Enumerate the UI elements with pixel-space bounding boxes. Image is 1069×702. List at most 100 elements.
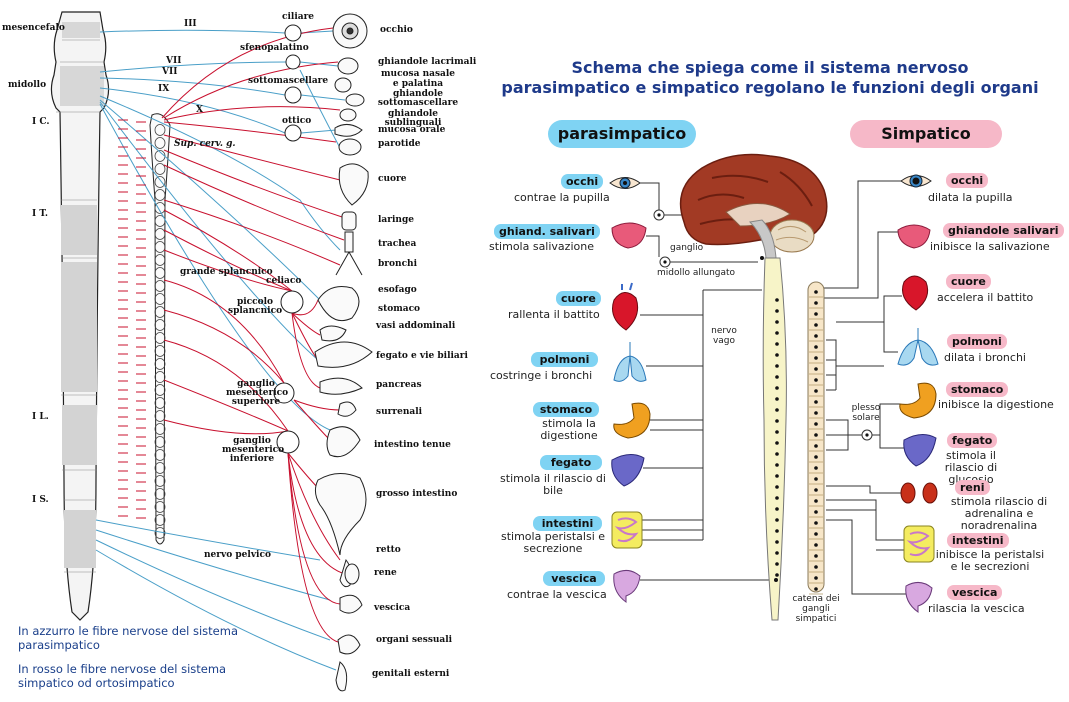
label-midollo-allungato: midollo allungato (657, 268, 736, 278)
icon-stomach-right (899, 382, 937, 419)
symp-label-reni: reni (955, 480, 990, 495)
label-sfenopalatino: sfenopalatino (240, 43, 309, 53)
label-ganglio: ganglio (670, 243, 704, 253)
organ-occhio: occhio (380, 25, 413, 35)
title-line-1: Schema che spiega come il sistema nervos… (571, 58, 969, 77)
label-ciliare: ciliare (282, 12, 315, 22)
icon-heart-right (902, 275, 929, 311)
icon-liver-right (903, 434, 937, 467)
ganglion-sottomascellare (284, 86, 302, 104)
organ-ghiandole-lacrimali: ghiandole lacrimali (378, 57, 477, 67)
label-ottico: ottico (282, 116, 312, 126)
icon-intestines-left (611, 511, 643, 549)
stomach-sketch (317, 286, 360, 322)
para-label-polmoni: polmoni (531, 352, 598, 367)
sympathetic-fibres (161, 27, 346, 643)
para-label-vescica: vescica (543, 571, 605, 586)
para-label-intestini: intestini (533, 516, 602, 531)
icon-eye-left (609, 177, 641, 189)
icon-heart-left (612, 282, 639, 331)
symp-desc-occhi: dilata la pupilla (928, 191, 1013, 204)
label-grande-splancnico: grande splancnico (180, 267, 273, 277)
label-ganglio-mes-inf: ganglio mesenterico inferiore (222, 436, 285, 464)
label-sottomascellare: sottomascellare (248, 76, 329, 86)
para-label-occhi: occhi (561, 174, 604, 189)
ganglion-ottico (284, 124, 302, 142)
label-celiaco: celiaco (266, 276, 302, 286)
symp-desc-reni: stimola rilascio di adrenalina e noradre… (950, 495, 1048, 532)
nerve-iii: III (184, 19, 197, 29)
organ-bronchi: bronchi (378, 259, 418, 269)
organ-genitali-esterni: genitali esterni (372, 669, 450, 679)
label-plesso-solare: plesso solare (851, 403, 881, 423)
ganglion-mesenterico-inferiore (276, 430, 300, 454)
organ-laringe: laringe (378, 215, 414, 225)
organ-sketches (314, 13, 373, 692)
label-it: I T. (32, 209, 49, 219)
label-catena-gangli: catena dei gangli simpatici (792, 594, 840, 624)
organ-mucosa-nasale: mucosa nasale e palatina (381, 69, 455, 89)
ganglion-celiaco (280, 290, 304, 314)
symp-label-stomaco: stomaco (946, 382, 1009, 397)
page-title: Schema che spiega come il sistema nervos… (480, 58, 1060, 98)
para-desc-stomaco: stimola la digestione (540, 417, 598, 442)
symp-label-intestini: intestini (947, 533, 1009, 548)
organ-mucosa-orale: mucosa orale (378, 125, 446, 135)
organ-fegato: fegato e vie biliari (376, 351, 468, 361)
symp-label-salivari: ghiandole salivari (943, 223, 1064, 238)
ganglia (273, 24, 304, 454)
organ-rene: rene (374, 568, 397, 578)
spinal-root-dashes (118, 119, 146, 519)
label-ganglio-mes-sup: ganglio mesenterico superiore (226, 379, 289, 407)
header-parasimpatico: parasimpatico (548, 120, 696, 148)
para-label-salivari: ghiand. salivari (494, 224, 600, 239)
symp-desc-polmoni: dilata i bronchi (944, 351, 1026, 364)
para-desc-occhi: contrae la pupilla (514, 191, 610, 204)
spinal-column (50, 11, 110, 621)
para-desc-polmoni: costringe i bronchi (490, 369, 593, 382)
icon-eye-right (900, 174, 932, 188)
organ-cuore: cuore (378, 174, 407, 184)
label-piccolo-splancnico: piccolo splancnico (228, 297, 283, 316)
header-simpatico: Simpatico (850, 120, 1002, 148)
symp-desc-intestini: inibisce la peristalsi e le secrezioni (935, 548, 1045, 573)
cord-dots (760, 256, 779, 582)
icon-bladder-left (613, 570, 641, 603)
sympathetic-chain (149, 113, 171, 545)
para-label-fegato: fegato (540, 455, 602, 470)
organ-vasi-addominali: vasi addominali (376, 321, 456, 331)
nerve-vii-a: VII (166, 56, 182, 66)
nerve-vii-b: VII (162, 67, 178, 77)
organ-intestino-tenue: intestino tenue (374, 440, 451, 450)
para-desc-cuore: rallenta il battito (508, 308, 600, 321)
icon-kidneys-right (900, 482, 938, 504)
label-nervo-pelvico: nervo pelvico (204, 550, 271, 560)
organ-parotide: parotide (378, 139, 421, 149)
icon-salivary-right (897, 224, 931, 249)
brain-illustration (679, 153, 828, 259)
large-intestine-sketch (314, 473, 367, 556)
connector-lines (640, 180, 906, 595)
symp-desc-cuore: accelera il battito (937, 291, 1034, 304)
ganglion-ciliare (284, 24, 302, 42)
symp-label-vescica: vescica (947, 585, 1003, 600)
icon-lungs-left (613, 342, 647, 382)
chain-dots (814, 290, 818, 591)
symp-label-fegato: fegato (947, 433, 998, 448)
symp-label-cuore: cuore (946, 274, 991, 289)
organ-vescica: vescica (374, 603, 411, 613)
ganglion-sfenopalatino (285, 54, 301, 70)
liver-sketch (314, 341, 373, 368)
para-label-stomaco: stomaco (533, 402, 599, 417)
organ-trachea: trachea (378, 239, 417, 249)
symp-desc-vescica: rilascia la vescica (928, 602, 1025, 615)
legend-blue: In azzurro le fibre nervose del sistema … (18, 624, 239, 652)
symp-desc-salivari: inibisce la salivazione (930, 240, 1050, 253)
organ-organi-sessuali: organi sessuali (376, 635, 453, 645)
symp-label-occhi: occhi (946, 173, 989, 188)
heart-sketch (338, 163, 369, 206)
organ-esofago: esofago (378, 285, 417, 295)
spinal-cord (762, 257, 787, 621)
symp-label-polmoni: polmoni (947, 334, 1007, 349)
